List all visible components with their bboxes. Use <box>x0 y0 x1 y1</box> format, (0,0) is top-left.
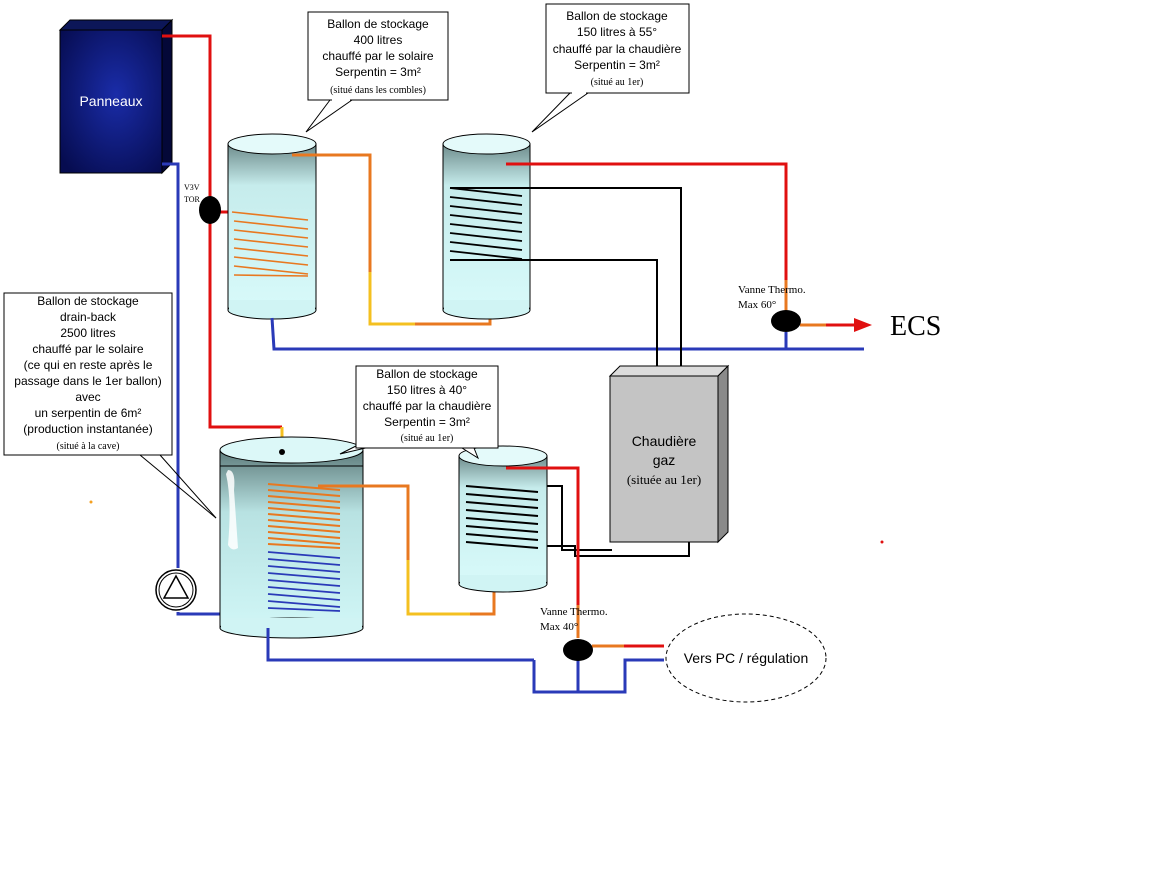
v3v-label-2: TOR <box>184 195 201 204</box>
circulation-pump <box>155 569 197 611</box>
callout-150l-40-line-2: 150 litres à 40° <box>387 383 467 397</box>
hot-heating-pipe <box>506 466 664 648</box>
thermo-valve-60: Vanne Thermo. Max 60° <box>738 284 806 332</box>
callout-150l-55: Ballon de stockage 150 litres à 55° chau… <box>531 3 690 133</box>
solar-cold-pipe <box>162 162 235 616</box>
callout-2500l-line-7: avec <box>75 390 100 404</box>
v3v-label-1: V3V <box>184 183 200 192</box>
transfer-pipe-2500-150 <box>318 484 496 616</box>
callout-2500l-line-3: 2500 litres <box>60 326 115 340</box>
tank-2500l <box>219 436 364 639</box>
callout-150l-40-line-1: Ballon de stockage <box>376 367 478 381</box>
vanne60-label-1: Vanne Thermo. <box>738 284 806 296</box>
tank-150l-55 <box>442 133 531 320</box>
cold-supply-pipe <box>270 317 864 351</box>
callout-2500l-line-2: drain-back <box>60 310 117 324</box>
callout-400l: Ballon de stockage 400 litres chauffé pa… <box>305 11 449 133</box>
callout-2500l-line-5: (ce qui en reste après le <box>24 358 153 372</box>
callout-2500l-line-6: passage dans le 1er ballon) <box>14 374 161 388</box>
thermo-valve-40: Vanne Thermo. Max 40° <box>540 606 608 661</box>
tank-400l <box>227 133 317 320</box>
boiler-label-3: (située au 1er) <box>627 472 701 487</box>
gas-boiler: Chaudière gaz (située au 1er) <box>608 364 730 544</box>
callout-400l-small: (situé dans les combles) <box>330 85 426 96</box>
callout-150l-55-line-1: Ballon de stockage <box>566 9 668 23</box>
vanne40-label-2: Max 40° <box>540 621 578 633</box>
cold-return-pipe <box>266 628 664 694</box>
hot-ecs-pipe <box>506 162 872 332</box>
stray-dot-orange <box>89 500 93 504</box>
tank-2500l-coil-hot <box>267 483 341 549</box>
ecs-label: ECS <box>890 311 941 342</box>
tank-2500l-coil-cold <box>267 551 341 612</box>
vers-pc-node: Vers PC / régulation <box>665 613 827 703</box>
vanne60-label-2: Max 60° <box>738 299 776 311</box>
callout-2500l-line-1: Ballon de stockage <box>37 294 139 308</box>
callout-2500l-small: (situé à la cave) <box>56 441 119 452</box>
tank-150l-40 <box>458 445 548 593</box>
callout-400l-line-2: 400 litres <box>354 33 403 47</box>
boiler-label-2: gaz <box>653 452 676 468</box>
callout-150l-55-small: (situé au 1er) <box>591 77 644 88</box>
callout-150l-40: Ballon de stockage 150 litres à 40° chau… <box>339 365 499 460</box>
solar-panel: Panneaux <box>58 18 174 175</box>
callout-2500l-line-9: (production instantanée) <box>23 422 152 436</box>
callout-400l-line-3: chauffé par le solaire <box>322 49 434 63</box>
callout-2500l: Ballon de stockage drain-back 2500 litre… <box>3 292 217 519</box>
boiler-pipes-upper <box>450 187 682 372</box>
vanne40-label-1: Vanne Thermo. <box>540 606 608 618</box>
callout-150l-55-line-4: Serpentin = 3m² <box>574 58 660 72</box>
callout-150l-40-small: (situé au 1er) <box>401 433 454 444</box>
tank-150l-55-coil <box>449 187 523 260</box>
stray-dot-red <box>880 540 884 544</box>
stray-dot-blue <box>408 658 412 662</box>
callout-2500l-line-4: chauffé par le solaire <box>32 342 144 356</box>
callout-150l-55-line-2: 150 litres à 55° <box>577 25 657 39</box>
panel-label: Panneaux <box>79 93 142 109</box>
callout-150l-55-line-3: chauffé par la chaudière <box>553 42 682 56</box>
boiler-label-1: Chaudière <box>632 433 697 449</box>
tank-150l-40-coil <box>465 485 539 549</box>
callout-400l-line-4: Serpentin = 3m² <box>335 65 421 79</box>
callout-150l-40-line-3: chauffé par la chaudière <box>363 399 492 413</box>
callout-2500l-line-8: un serpentin de 6m² <box>35 406 142 420</box>
callout-150l-40-line-4: Serpentin = 3m² <box>384 415 470 429</box>
tank-400l-coil <box>231 211 309 277</box>
vers-pc-label: Vers PC / régulation <box>684 650 809 666</box>
three-way-valve: V3V TOR <box>184 183 221 224</box>
callout-400l-line-1: Ballon de stockage <box>327 17 429 31</box>
